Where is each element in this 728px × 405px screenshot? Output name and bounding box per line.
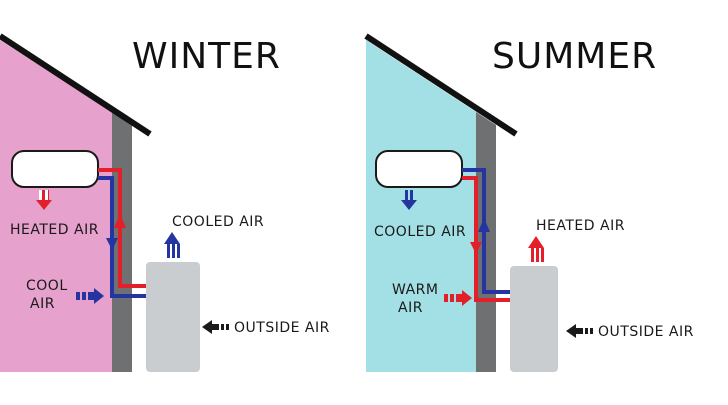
winter-heated-air-arrow [36,190,52,210]
winter-cool-air-arrow [76,288,104,304]
summer-title: SUMMER [492,36,657,77]
summer-refrigerant-lines [462,168,510,302]
winter-outside-label: OUTSIDE AIR [234,320,330,336]
summer-interior-wall [366,40,476,372]
winter-indoor-unit [11,150,99,188]
summer-outdoor-label: HEATED AIR [536,218,625,234]
winter-indoor-label: HEATED AIR [10,222,99,238]
summer-panel: SUMMER COOLED AIR WARM AIR [364,33,694,372]
winter-cooled-air-arrow [164,232,180,258]
winter-refrigerant-lines [98,168,146,298]
summer-warm-air-arrow [444,290,472,306]
summer-cooled-air-arrow [401,190,417,210]
summer-intake-label-line2: AIR [398,300,423,316]
winter-outside-air-arrow [202,320,229,334]
winter-intake-label-line2: AIR [30,296,55,312]
winter-outdoor-label: COOLED AIR [172,214,264,230]
winter-interior-wall [0,40,112,372]
summer-heated-air-arrow [528,236,544,262]
winter-title: WINTER [132,36,281,77]
winter-panel: WINTER HEATED AIR COOL AIR [0,33,330,372]
winter-roof-line [0,33,152,137]
summer-intake-label-line1: WARM [392,282,438,298]
summer-outside-air-arrow [566,324,593,338]
summer-indoor-unit [375,150,463,188]
winter-intake-label-line1: COOL [26,278,68,294]
summer-indoor-label: COOLED AIR [374,224,466,240]
summer-roof-line [364,33,518,137]
summer-outdoor-unit [510,266,558,372]
winter-outdoor-unit [146,262,200,372]
summer-outside-label: OUTSIDE AIR [598,324,694,340]
